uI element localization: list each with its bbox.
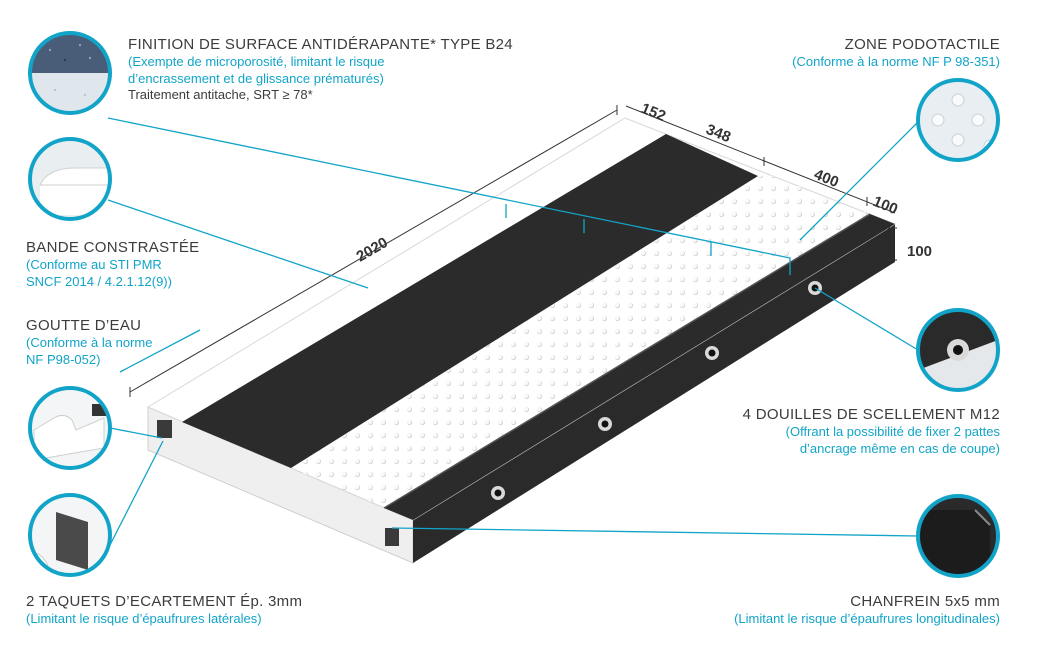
- douilles-sub-2: d’ancrage même en cas de coupe): [799, 440, 1000, 456]
- label-goutte: GOUTTE D’EAU (Conforme à la norme NF P98…: [26, 316, 152, 368]
- label-finition: FINITION DE SURFACE ANTIDÉRAPANTE* TYPE …: [128, 35, 513, 104]
- podotactile-title: ZONE PODOTACTILE: [844, 36, 1000, 53]
- detail-circle-socket: [916, 308, 1000, 392]
- label-chanfrein: CHANFREIN 5x5 mm (Limitant le risque d’é…: [734, 592, 1000, 628]
- detail-circle-chamfer: [916, 494, 1000, 578]
- detail-circle-drip: [28, 386, 112, 470]
- finition-title: FINITION DE SURFACE ANTIDÉRAPANTE* TYPE …: [128, 36, 513, 53]
- douilles-sub-1: (Offrant la possibilité de fixer 2 patte…: [785, 424, 1000, 440]
- label-taquets: 2 TAQUETS D’ECARTEMENT Ép. 3mm (Limitant…: [26, 592, 302, 628]
- finition-sub-2: d’encrassement et de glissance prématuré…: [128, 70, 384, 86]
- detail-circle-band: [28, 137, 112, 221]
- chanfrein-title: CHANFREIN 5x5 mm: [850, 593, 1000, 610]
- detail-circle-surface: [28, 31, 112, 115]
- dim-width-3: 400: [812, 166, 842, 191]
- goutte-sub-1: (Conforme à la norme: [26, 335, 153, 351]
- bande-sub-1: (Conforme au STI PMR: [26, 257, 162, 273]
- podotactile-zone: [283, 173, 878, 513]
- socket: [491, 486, 505, 500]
- podotactile-sub-1: (Conforme à la norme NF P 98-351): [792, 54, 1000, 70]
- dim-height: 100: [907, 243, 932, 260]
- taquets-title: 2 TAQUETS D’ECARTEMENT Ép. 3mm: [26, 593, 303, 610]
- chamfer-edge: [383, 213, 871, 509]
- label-bande: BANDE CONSTRASTÉE (Conforme au STI PMR S…: [26, 238, 199, 290]
- dim-width-2: 348: [704, 121, 734, 146]
- contrast-band: [182, 134, 758, 468]
- label-podotactile: ZONE PODOTACTILE (Conforme à la norme NF…: [792, 35, 1000, 71]
- dim-length: 2020: [354, 234, 391, 265]
- taquets-sub-1: (Limitant le risque d’épaufrures latéral…: [26, 611, 262, 627]
- leader-lines: [107, 117, 921, 546]
- slab-side-face: [413, 224, 895, 563]
- edge-band: [384, 214, 895, 520]
- bande-sub-2: SNCF 2014 / 4.2.1.12(9)): [26, 273, 172, 289]
- douilles-title: 4 DOUILLES DE SCELLEMENT M12: [742, 406, 1000, 423]
- goutte-sub-2: NF P98-052): [26, 351, 101, 367]
- goutte-title: GOUTTE D’EAU: [26, 317, 142, 334]
- finition-note: Traitement antitache, SRT ≥ 78*: [128, 87, 313, 103]
- detail-circle-spacer: [28, 493, 112, 577]
- finition-sub-1: (Exempte de microporosité, limitant le r…: [128, 54, 385, 70]
- spacer-square-left: [157, 420, 172, 438]
- spacer-square-right: [385, 528, 399, 546]
- detail-circle-tactile: [916, 78, 1000, 162]
- dim-width-4: 100: [871, 193, 901, 218]
- bande-title: BANDE CONSTRASTÉE: [26, 239, 200, 256]
- slab: [146, 117, 897, 564]
- chanfrein-sub-1: (Limitant le risque d’épaufrures longitu…: [734, 611, 1000, 627]
- socket: [598, 417, 612, 431]
- socket: [705, 346, 719, 360]
- dimension-lines: [129, 105, 897, 397]
- label-douilles: 4 DOUILLES DE SCELLEMENT M12 (Offrant la…: [743, 405, 1000, 457]
